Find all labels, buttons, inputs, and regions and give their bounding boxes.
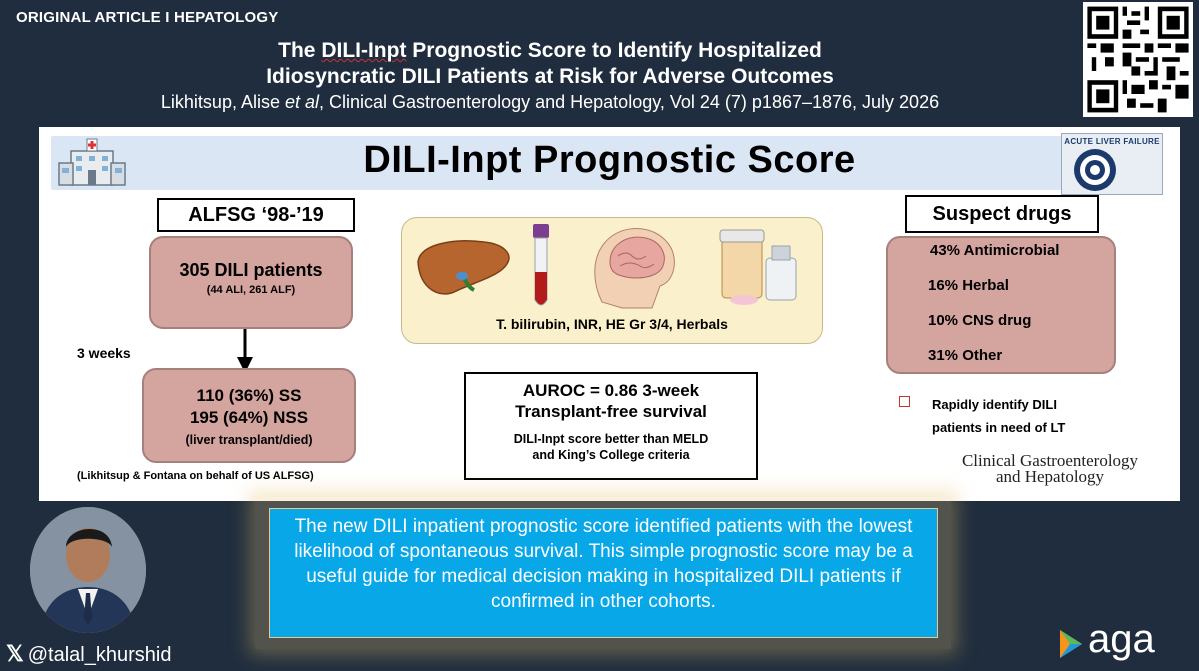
down-arrow-icon [237, 329, 253, 373]
title-line-2: Idiosyncratic DILI Patients at Risk for … [266, 65, 834, 88]
aga-logo: aga [1060, 617, 1155, 661]
cohort-box: 305 DILI patients (44 ALI, 261 ALF) [149, 236, 353, 329]
title-underlined-term: DILI-Inpt [321, 39, 407, 62]
auroc-value: AUROC = 0.86 3-week Transplant-free surv… [515, 381, 707, 421]
outcome-box: 110 (36%) SS 195 (64%) NSS (liver transp… [142, 368, 356, 463]
twitter-handle[interactable]: 𝕏@talal_khurshid [6, 641, 172, 666]
spontaneous-survival-count: 110 (36%) SS [196, 386, 302, 405]
author-avatar [30, 507, 146, 633]
auroc-box: AUROC = 0.86 3-week Transplant-free surv… [464, 372, 758, 480]
graphical-abstract-panel: DILI-Inpt Prognostic Score ACUTE LIVER F… [39, 127, 1180, 501]
target-icon [1074, 149, 1116, 191]
hospital-icon [58, 138, 126, 186]
acute-liver-failure-logo: ACUTE LIVER FAILURE [1061, 133, 1163, 195]
suspect-drugs-box: 43% Antimicrobial 16% Herbal 10% CNS dru… [886, 236, 1116, 374]
key-takeaway: Rapidly identify DILI patients in need o… [932, 397, 1066, 435]
citation: Likhitsup, Alise et al, Clinical Gastroe… [160, 92, 940, 112]
person-icon [30, 507, 146, 633]
qr-code[interactable] [1083, 2, 1193, 117]
blood-tube-icon [533, 224, 549, 306]
cohort-source-label: ALFSG ‘98-’19 [157, 198, 355, 232]
drug-item: 16% Herbal [928, 277, 1009, 294]
predictors-box: T. bilirubin, INR, HE Gr 3/4, Herbals [401, 217, 823, 344]
suspect-drugs-label: Suspect drugs [905, 195, 1099, 233]
article-title: The DILI-Inpt Prognostic Score to Identi… [120, 38, 980, 90]
checkbox-bullet-icon [899, 396, 910, 407]
attribution: (Likhitsup & Fontana on behalf of US ALF… [77, 470, 314, 482]
brain-icon [594, 228, 675, 309]
auroc-comparison: DILI-Inpt score better than MELD and Kin… [513, 432, 709, 462]
medicine-icon [719, 229, 797, 305]
cohort-count: 305 DILI patients [179, 260, 323, 280]
drug-item: 31% Other [928, 347, 1003, 364]
panel-title: DILI-Inpt Prognostic Score [363, 139, 856, 181]
outcome-note: (liver transplant/died) [185, 433, 313, 447]
drug-item: 10% CNS drug [928, 312, 1032, 329]
cohort-breakdown: (44 ALI, 261 ALF) [206, 284, 296, 296]
summary-box: The new DILI inpatient prognostic score … [269, 508, 938, 638]
x-logo-icon: 𝕏 [6, 641, 24, 666]
journal-logo: Clinical Gastroenterology and Hepatology [961, 451, 1139, 486]
aga-logo-text: aga [1088, 617, 1155, 661]
panel-header-band [51, 136, 1163, 190]
liver-icon [417, 240, 510, 295]
predictors-list: T. bilirubin, INR, HE Gr 3/4, Herbals [496, 316, 728, 332]
article-type: ORIGINAL ARTICLE I HEPATOLOGY [16, 9, 279, 26]
drug-item: 43% Antimicrobial [930, 242, 1060, 259]
non-spontaneous-survival-count: 195 (64%) NSS [189, 408, 309, 427]
title-line-1: The DILI-Inpt Prognostic Score to Identi… [278, 39, 822, 62]
timeframe-label: 3 weeks [77, 345, 131, 361]
